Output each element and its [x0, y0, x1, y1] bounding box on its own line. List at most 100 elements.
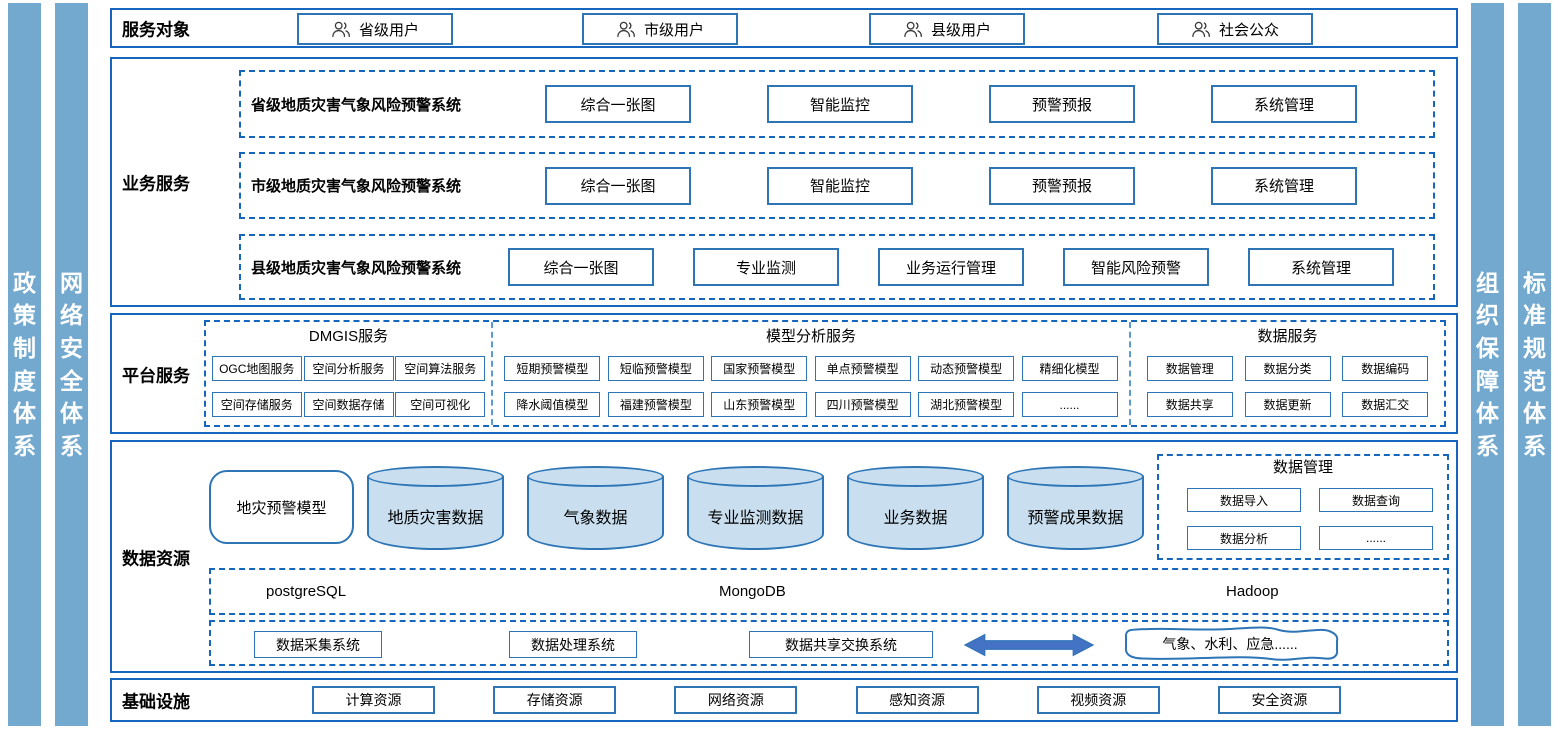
data-system-layer: 数据采集系统 数据处理系统 数据共享交换系统 气象、水利、应急......	[209, 620, 1449, 666]
service-box: 空间分析服务	[303, 355, 394, 381]
service-target-city-users: 市级用户	[582, 13, 738, 45]
service-box: 湖北预警模型	[918, 392, 1015, 418]
cylinder-label: 地质灾害数据	[387, 510, 484, 527]
data-service-group: 数据服务 数据管理 数据分类 数据编码 数据共享 数据更新 数据汇交	[1131, 322, 1444, 425]
user-icon	[1192, 21, 1210, 37]
module-box: 业务运行管理	[878, 248, 1024, 286]
cylinder-meteorological-data: 气象数据	[527, 466, 664, 550]
cylinder-body	[1007, 476, 1144, 550]
city-system-group: 市级地质灾害气象风险预警系统 综合一张图 智能监控 预警预报 系统管理	[239, 152, 1435, 219]
platform-services-container: DMGIS服务 OGC地图服务 空间分析服务 空间算法服务 空间存储服务 空间数…	[204, 320, 1446, 427]
group-row: 数据共享 数据更新 数据汇交	[1135, 387, 1440, 424]
service-box: 国家预警模型	[711, 355, 808, 381]
system-group-label: 县级地质灾害气象风险预警系统	[251, 259, 462, 277]
system-group-items: 综合一张图 专业监测 业务运行管理 智能风险预警 系统管理	[469, 248, 1433, 286]
service-target-county-users: 县级用户	[869, 13, 1025, 45]
group-row: 数据管理 数据分类 数据编码	[1135, 350, 1440, 387]
module-box: 系统管理	[1248, 248, 1394, 286]
resource-box: 存储资源	[493, 686, 617, 714]
service-box: 福建预警模型	[607, 392, 704, 418]
service-target-public: 社会公众	[1157, 13, 1313, 45]
service-box: 山东预警模型	[711, 392, 808, 418]
cylinder-label: 预警成果数据	[1027, 510, 1124, 527]
database-hadoop: Hadoop	[1226, 583, 1279, 600]
section-platform-services: 平台服务 DMGIS服务 OGC地图服务 空间分析服务 空间算法服务 空间存储服…	[110, 313, 1458, 434]
cylinder-body	[367, 476, 504, 550]
section-title: 平台服务	[122, 366, 190, 385]
section-business-services: 业务服务 省级地质灾害气象风险预警系统 综合一张图 智能监控 预警预报 系统管理…	[110, 57, 1458, 307]
cylinder-top	[847, 466, 984, 487]
pillar-label: 网络安全体系	[59, 269, 83, 459]
service-target-label: 省级用户	[358, 21, 419, 39]
database-mongodb: MongoDB	[719, 583, 786, 600]
service-box: 四川预警模型	[814, 392, 911, 418]
pillar-label: 政策制度体系	[12, 269, 36, 459]
data-collection-system-box: 数据采集系统	[254, 631, 382, 658]
service-target-label: 县级用户	[930, 21, 991, 39]
service-box: OGC地图服务	[211, 355, 302, 381]
cylinder-warning-result-data: 预警成果数据	[1007, 466, 1144, 550]
service-box: 降水阈值模型	[504, 392, 601, 418]
cylinder-business-data: 业务数据	[847, 466, 984, 550]
module-box: 智能监控	[767, 85, 913, 123]
infrastructure-items: 计算资源 存储资源 网络资源 感知资源 视频资源 安全资源	[312, 686, 1341, 714]
service-box: 数据管理	[1146, 355, 1233, 381]
provincial-system-group: 省级地质灾害气象风险预警系统 综合一张图 智能监控 预警预报 系统管理	[239, 70, 1435, 138]
cylinder-label: 气象数据	[563, 510, 628, 527]
section-title: 服务对象	[122, 20, 190, 40]
group-title: DMGIS服务	[308, 328, 389, 345]
resource-box: 计算资源	[312, 686, 435, 714]
database-layer: postgreSQL MongoDB Hadoop	[209, 568, 1449, 615]
pillar-organization-guarantee-system: 组织保障体系	[1471, 3, 1504, 726]
data-management-item: 数据导入	[1187, 488, 1301, 512]
cylinder-geological-disaster-data: 地质灾害数据	[367, 466, 504, 550]
service-box: ......	[1021, 392, 1118, 418]
module-box: 智能风险预警	[1063, 248, 1209, 286]
pillar-policy-system: 政策制度体系	[8, 3, 41, 726]
county-system-group: 县级地质灾害气象风险预警系统 综合一张图 专业监测 业务运行管理 智能风险预警 …	[239, 234, 1435, 300]
service-target-label: 社会公众	[1218, 21, 1279, 39]
resource-box: 视频资源	[1036, 686, 1160, 714]
external-systems-shape: 气象、水利、应急......	[1119, 625, 1341, 663]
resource-box: 网络资源	[674, 686, 798, 714]
service-box: 数据更新	[1244, 392, 1331, 418]
service-box: 数据共享	[1146, 392, 1233, 418]
cylinder-top	[687, 466, 824, 487]
pillar-network-security-system: 网络安全体系	[55, 3, 88, 726]
module-box: 综合一张图	[545, 166, 691, 205]
module-box: 智能监控	[767, 166, 913, 205]
service-box: 空间存储服务	[211, 392, 302, 418]
service-box: 空间可视化	[395, 392, 486, 418]
data-processing-system-box: 数据处理系统	[509, 631, 637, 658]
service-box: 短临预警模型	[607, 355, 704, 381]
service-target-provincial-users: 省级用户	[297, 13, 453, 45]
module-box: 专业监测	[693, 248, 839, 286]
service-box: 动态预警模型	[918, 355, 1015, 381]
system-group-items: 综合一张图 智能监控 预警预报 系统管理	[469, 85, 1433, 123]
service-box: 短期预警模型	[504, 355, 601, 381]
service-box: 数据编码	[1342, 355, 1429, 381]
bidirectional-arrow-icon	[956, 632, 1102, 658]
section-data-resources: 数据资源 地灾预警模型 地质灾害数据 气象数据 专业监测数据 业务数据 预警成果…	[110, 440, 1458, 673]
model-analysis-service-group: 模型分析服务 短期预警模型 短临预警模型 国家预警模型 单点预警模型 动态预警模…	[493, 322, 1131, 425]
group-row: OGC地图服务 空间分析服务 空间算法服务	[210, 350, 487, 387]
section-title: 业务服务	[122, 174, 190, 194]
data-management-item: 数据分析	[1187, 526, 1301, 550]
cylinder-body	[847, 476, 984, 550]
module-box: 系统管理	[1211, 166, 1357, 205]
data-sharing-exchange-system-box: 数据共享交换系统	[749, 631, 933, 658]
dmgis-service-group: DMGIS服务 OGC地图服务 空间分析服务 空间算法服务 空间存储服务 空间数…	[206, 322, 493, 425]
module-box: 预警预报	[989, 85, 1135, 123]
system-group-label: 省级地质灾害气象风险预警系统	[251, 96, 462, 114]
system-group-items: 综合一张图 智能监控 预警预报 系统管理	[469, 166, 1433, 205]
module-box: 综合一张图	[508, 248, 654, 286]
section-infrastructure: 基础设施 计算资源 存储资源 网络资源 感知资源 视频资源 安全资源	[110, 678, 1458, 722]
service-box: 数据分类	[1244, 355, 1331, 381]
wavy-border-icon	[1124, 626, 1339, 661]
pillar-standard-specification-system: 标准规范体系	[1518, 3, 1551, 726]
disaster-warning-model-box: 地灾预警模型	[209, 470, 354, 544]
service-target-label: 市级用户	[643, 21, 704, 39]
resource-box: 安全资源	[1217, 686, 1341, 714]
resource-box: 感知资源	[855, 686, 979, 714]
